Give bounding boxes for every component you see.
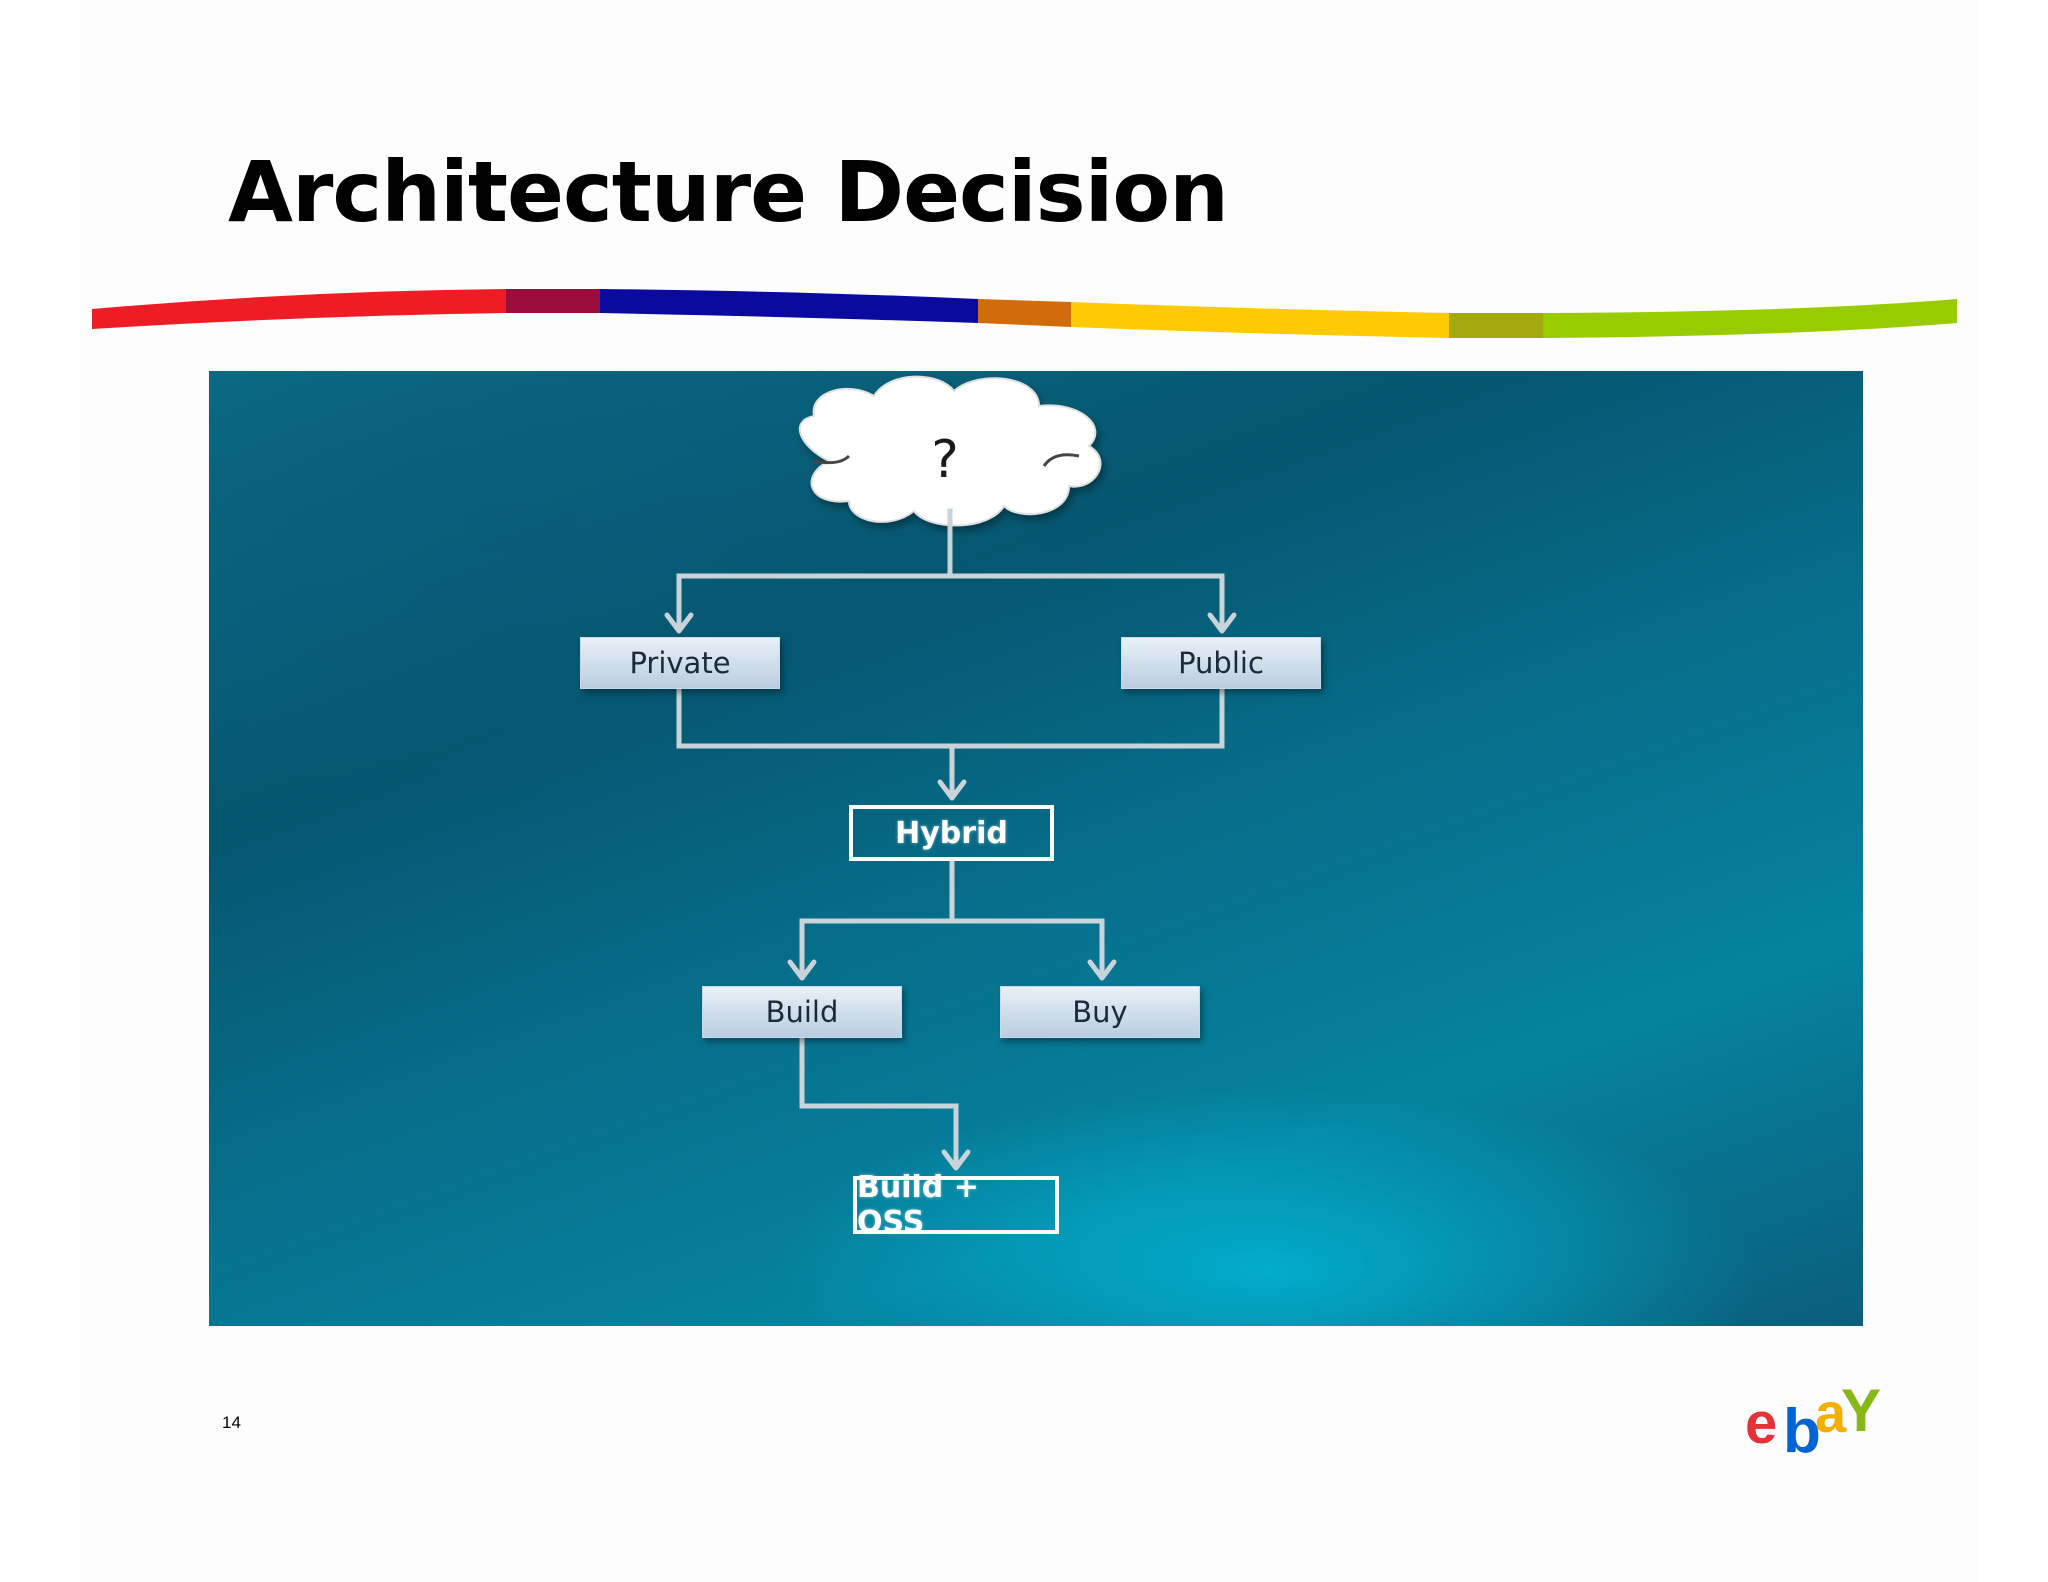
stripe-green	[1543, 299, 1957, 338]
logo-letter-a: a	[1815, 1381, 1847, 1444]
node-hybrid: Hybrid	[849, 805, 1054, 861]
stripe-yellow	[1071, 302, 1449, 338]
stripe-olive	[1449, 313, 1543, 338]
node-public-label: Public	[1178, 646, 1264, 680]
brand-color-stripe	[92, 289, 1957, 338]
logo-letter-y: Y	[1841, 1377, 1882, 1444]
arrowheads	[664, 612, 1237, 1171]
page-number: 14	[222, 1413, 241, 1432]
node-hybrid-label: Hybrid	[895, 815, 1008, 851]
diagram-panel: Private Public Hybrid Build Buy Build + …	[209, 371, 1863, 1326]
cloud-shape	[798, 375, 1102, 527]
logo-letter-b: b	[1783, 1397, 1821, 1466]
node-private-label: Private	[629, 646, 731, 680]
node-buy: Buy	[1000, 986, 1200, 1038]
stripe-orange	[978, 299, 1071, 327]
node-build: Build	[702, 986, 902, 1038]
node-build-oss-label: Build + OSS	[857, 1170, 979, 1240]
node-private: Private	[580, 637, 780, 689]
stripe-blue	[600, 289, 978, 323]
slide-title: Architecture Decision	[228, 143, 1229, 241]
connector-lines	[676, 508, 1225, 1169]
logo-letter-e: e	[1745, 1391, 1777, 1456]
node-public: Public	[1121, 637, 1321, 689]
cloud-question-label: ?	[931, 430, 959, 490]
stripe-red	[92, 289, 506, 329]
stripe-maroon	[506, 289, 600, 313]
node-build-label: Build	[765, 995, 839, 1029]
node-build-oss: Build + OSS	[853, 1170, 1059, 1240]
ebay-logo: e b a Y	[1745, 1377, 1885, 1463]
node-buy-label: Buy	[1072, 995, 1128, 1029]
diagram-connectors	[664, 375, 1237, 1171]
